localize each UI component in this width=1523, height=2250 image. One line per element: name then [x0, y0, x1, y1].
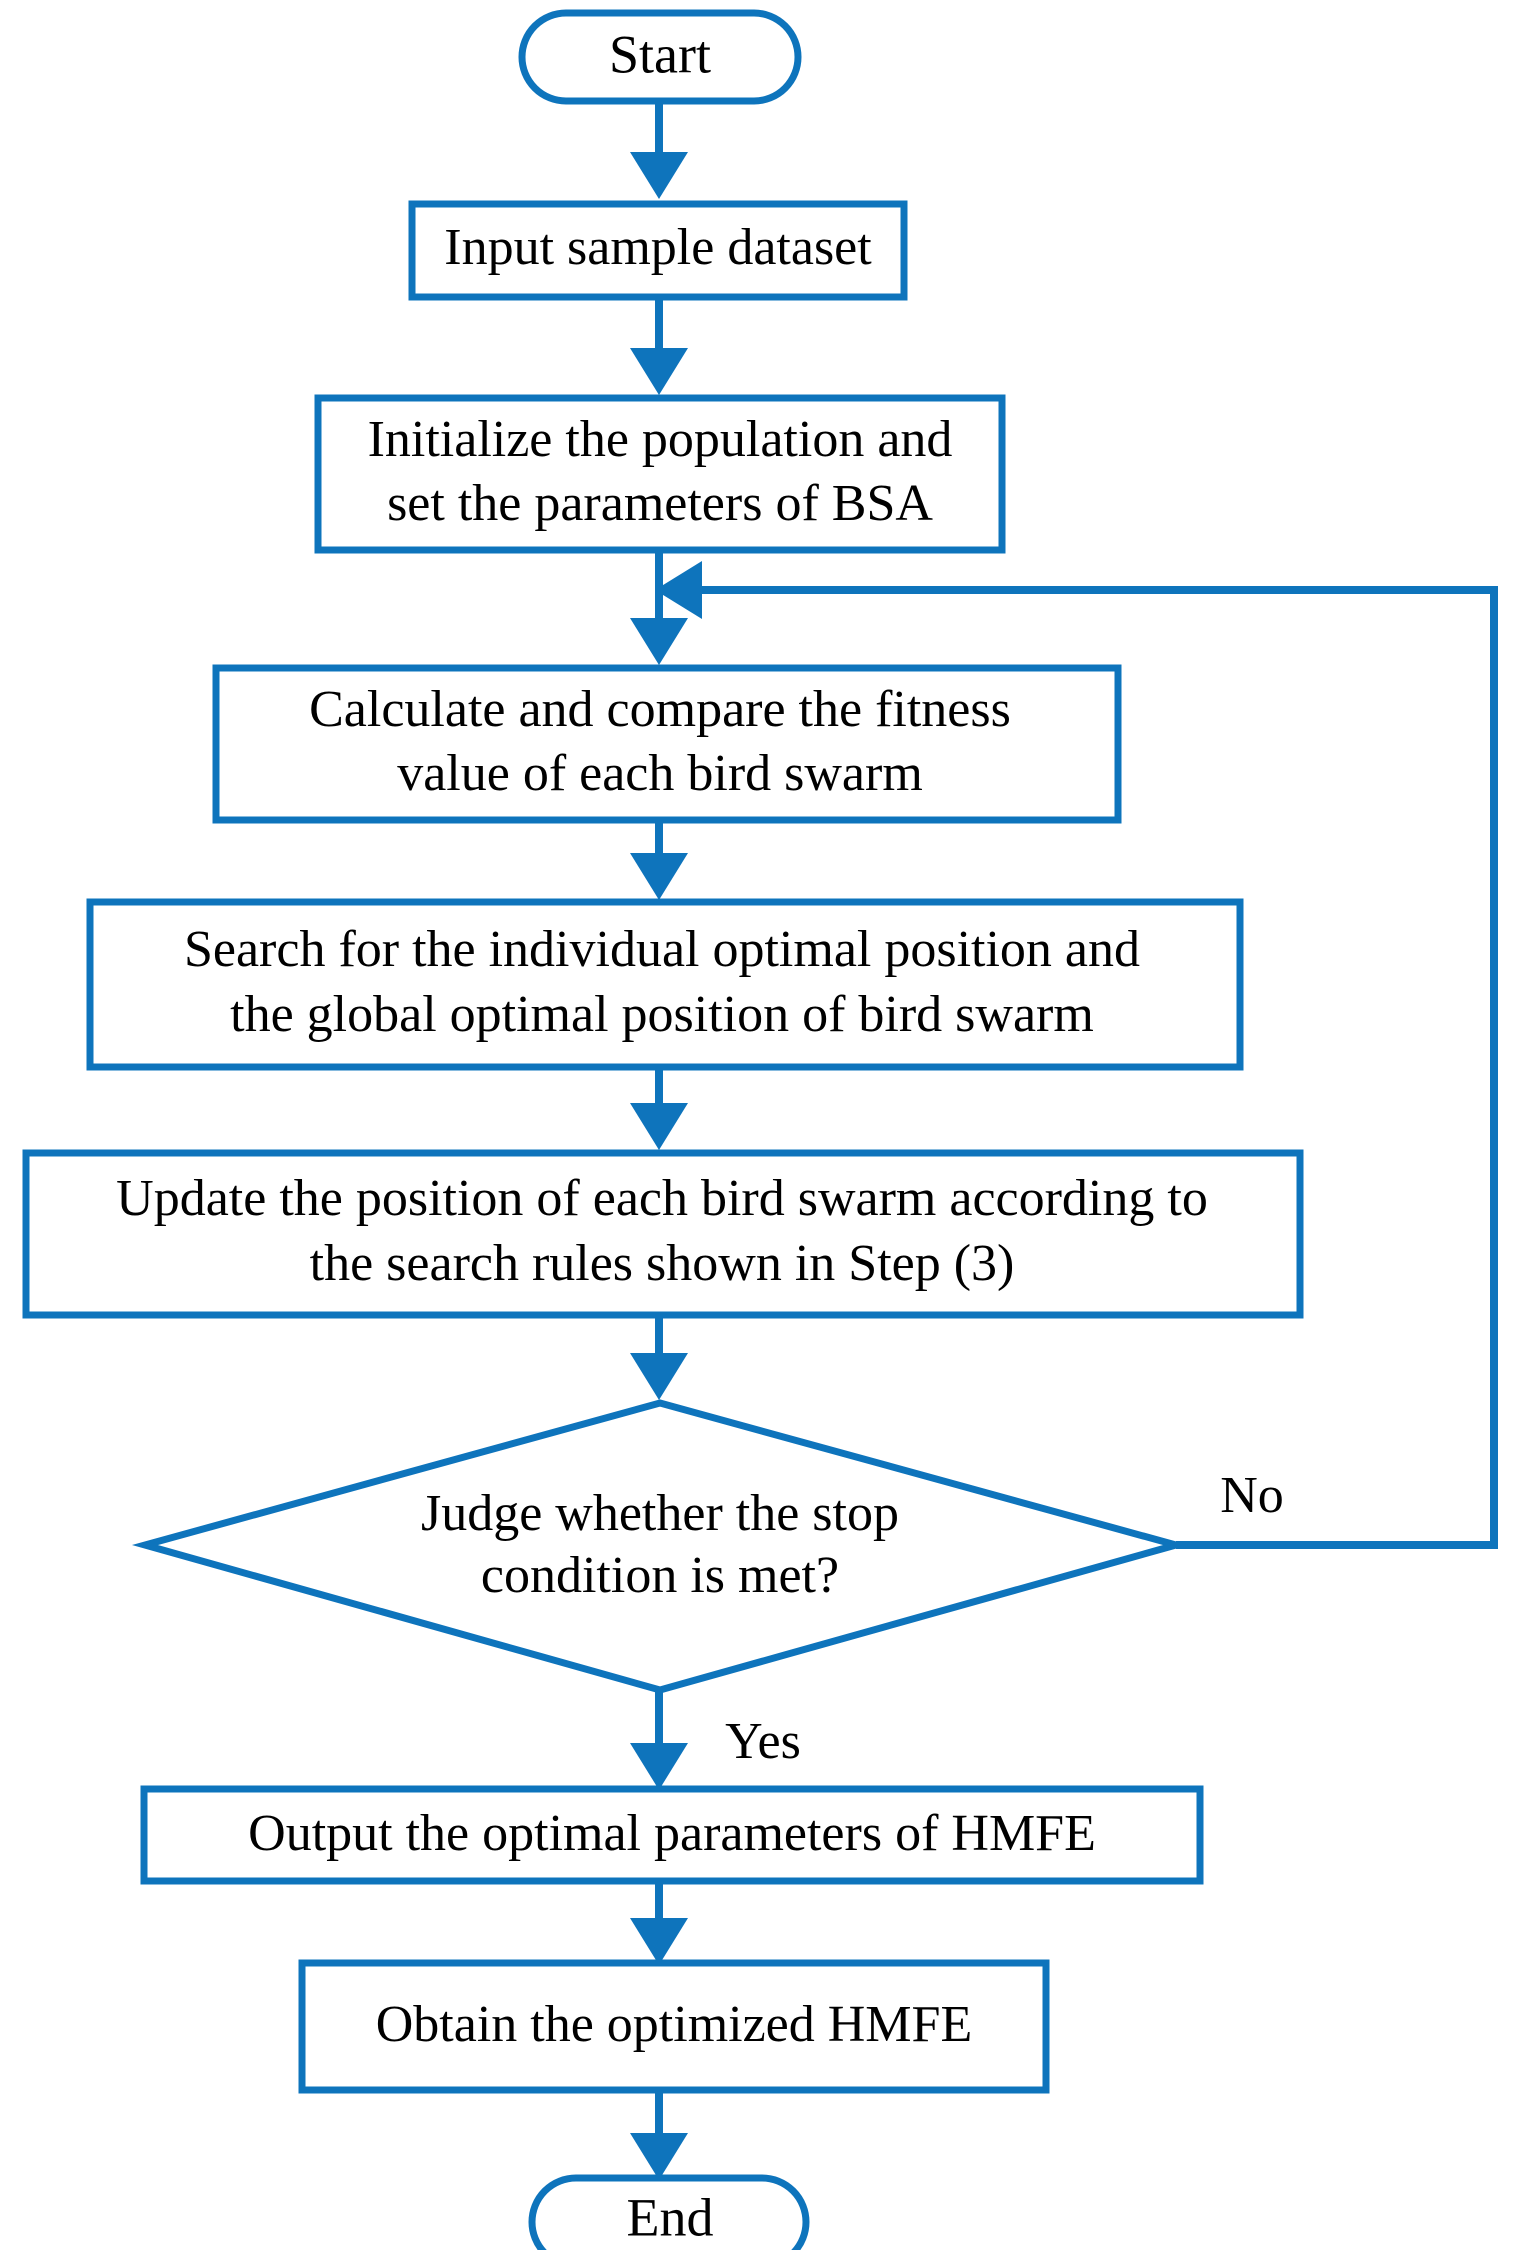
calculate-fitness-shape — [212, 664, 1122, 824]
obtain-optimized-hmfe-label-line-1: Obtain the optimized HMFE — [376, 1996, 972, 2053]
end-label: End — [627, 2187, 714, 2247]
calculate-fitness-label-line-2: value of each bird swarm — [397, 745, 923, 802]
judge-stop-condition-label-line-2: condition is met? — [481, 1547, 839, 1604]
input-sample-dataset-label-line-1: Input sample dataset — [444, 219, 872, 276]
connector-calculate-to-search — [630, 820, 688, 900]
node-update-position[interactable]: Update the position of each bird swarm a… — [22, 1149, 1304, 1319]
node-calculate-fitness[interactable]: Calculate and compare the fitness value … — [212, 664, 1122, 824]
search-optimal-position-shape — [86, 898, 1244, 1071]
judge-stop-condition-shape — [131, 1399, 1190, 1694]
node-initialize-population[interactable]: Initialize the population and set the pa… — [314, 394, 1006, 554]
update-position-shape — [22, 1149, 1304, 1319]
initialize-population-label-line-2: set the parameters of BSA — [387, 475, 933, 532]
initialize-population-shape — [314, 394, 1006, 554]
connector-start-to-input — [630, 100, 688, 199]
connector-output-to-obtain — [630, 1880, 688, 1965]
output-optimal-parameters-label-line-1: Output the optimal parameters of HMFE — [248, 1805, 1096, 1862]
node-start[interactable]: Start — [518, 9, 802, 105]
connector-input-to-initialize — [630, 297, 688, 395]
initialize-population-label-line-1: Initialize the population and — [368, 411, 953, 468]
node-search-optimal-position[interactable]: Search for the individual optimal positi… — [86, 898, 1244, 1071]
input-sample-dataset-shape — [408, 200, 908, 301]
node-judge-stop-condition[interactable]: Judge whether the stop condition is met? — [131, 1399, 1190, 1694]
start-shape — [518, 9, 802, 105]
node-obtain-optimized-hmfe[interactable]: Obtain the optimized HMFE — [298, 1959, 1050, 2094]
judge-stop-condition-label-line-1: Judge whether the stop — [421, 1485, 899, 1542]
output-optimal-parameters-shape — [140, 1785, 1204, 1885]
connector-judge-no-feedback — [655, 561, 1498, 1549]
update-position-label-line-1: Update the position of each bird swarm a… — [116, 1170, 1208, 1227]
search-optimal-position-label-line-1: Search for the individual optimal positi… — [184, 921, 1140, 978]
end-shape — [528, 2174, 810, 2250]
edge-label-yes: Yes — [725, 1713, 801, 1770]
connector-update-to-judge — [630, 1315, 688, 1400]
start-label: Start — [609, 24, 711, 84]
search-optimal-position-label-line-2: the global optimal position of bird swar… — [230, 986, 1094, 1043]
connector-obtain-to-end — [630, 2090, 688, 2180]
node-input-sample-dataset[interactable]: Input sample dataset — [408, 200, 908, 301]
node-output-optimal-parameters[interactable]: Output the optimal parameters of HMFE — [140, 1785, 1204, 1885]
connector-initialize-to-calculate — [630, 550, 688, 665]
edge-label-no: No — [1220, 1467, 1284, 1524]
connector-judge-to-output — [630, 1690, 688, 1790]
obtain-optimized-hmfe-shape — [298, 1959, 1050, 2094]
update-position-label-line-2: the search rules shown in Step (3) — [310, 1235, 1015, 1292]
connector-search-to-update — [630, 1067, 688, 1150]
node-end[interactable]: End — [528, 2174, 810, 2250]
calculate-fitness-label-line-1: Calculate and compare the fitness — [309, 681, 1011, 738]
